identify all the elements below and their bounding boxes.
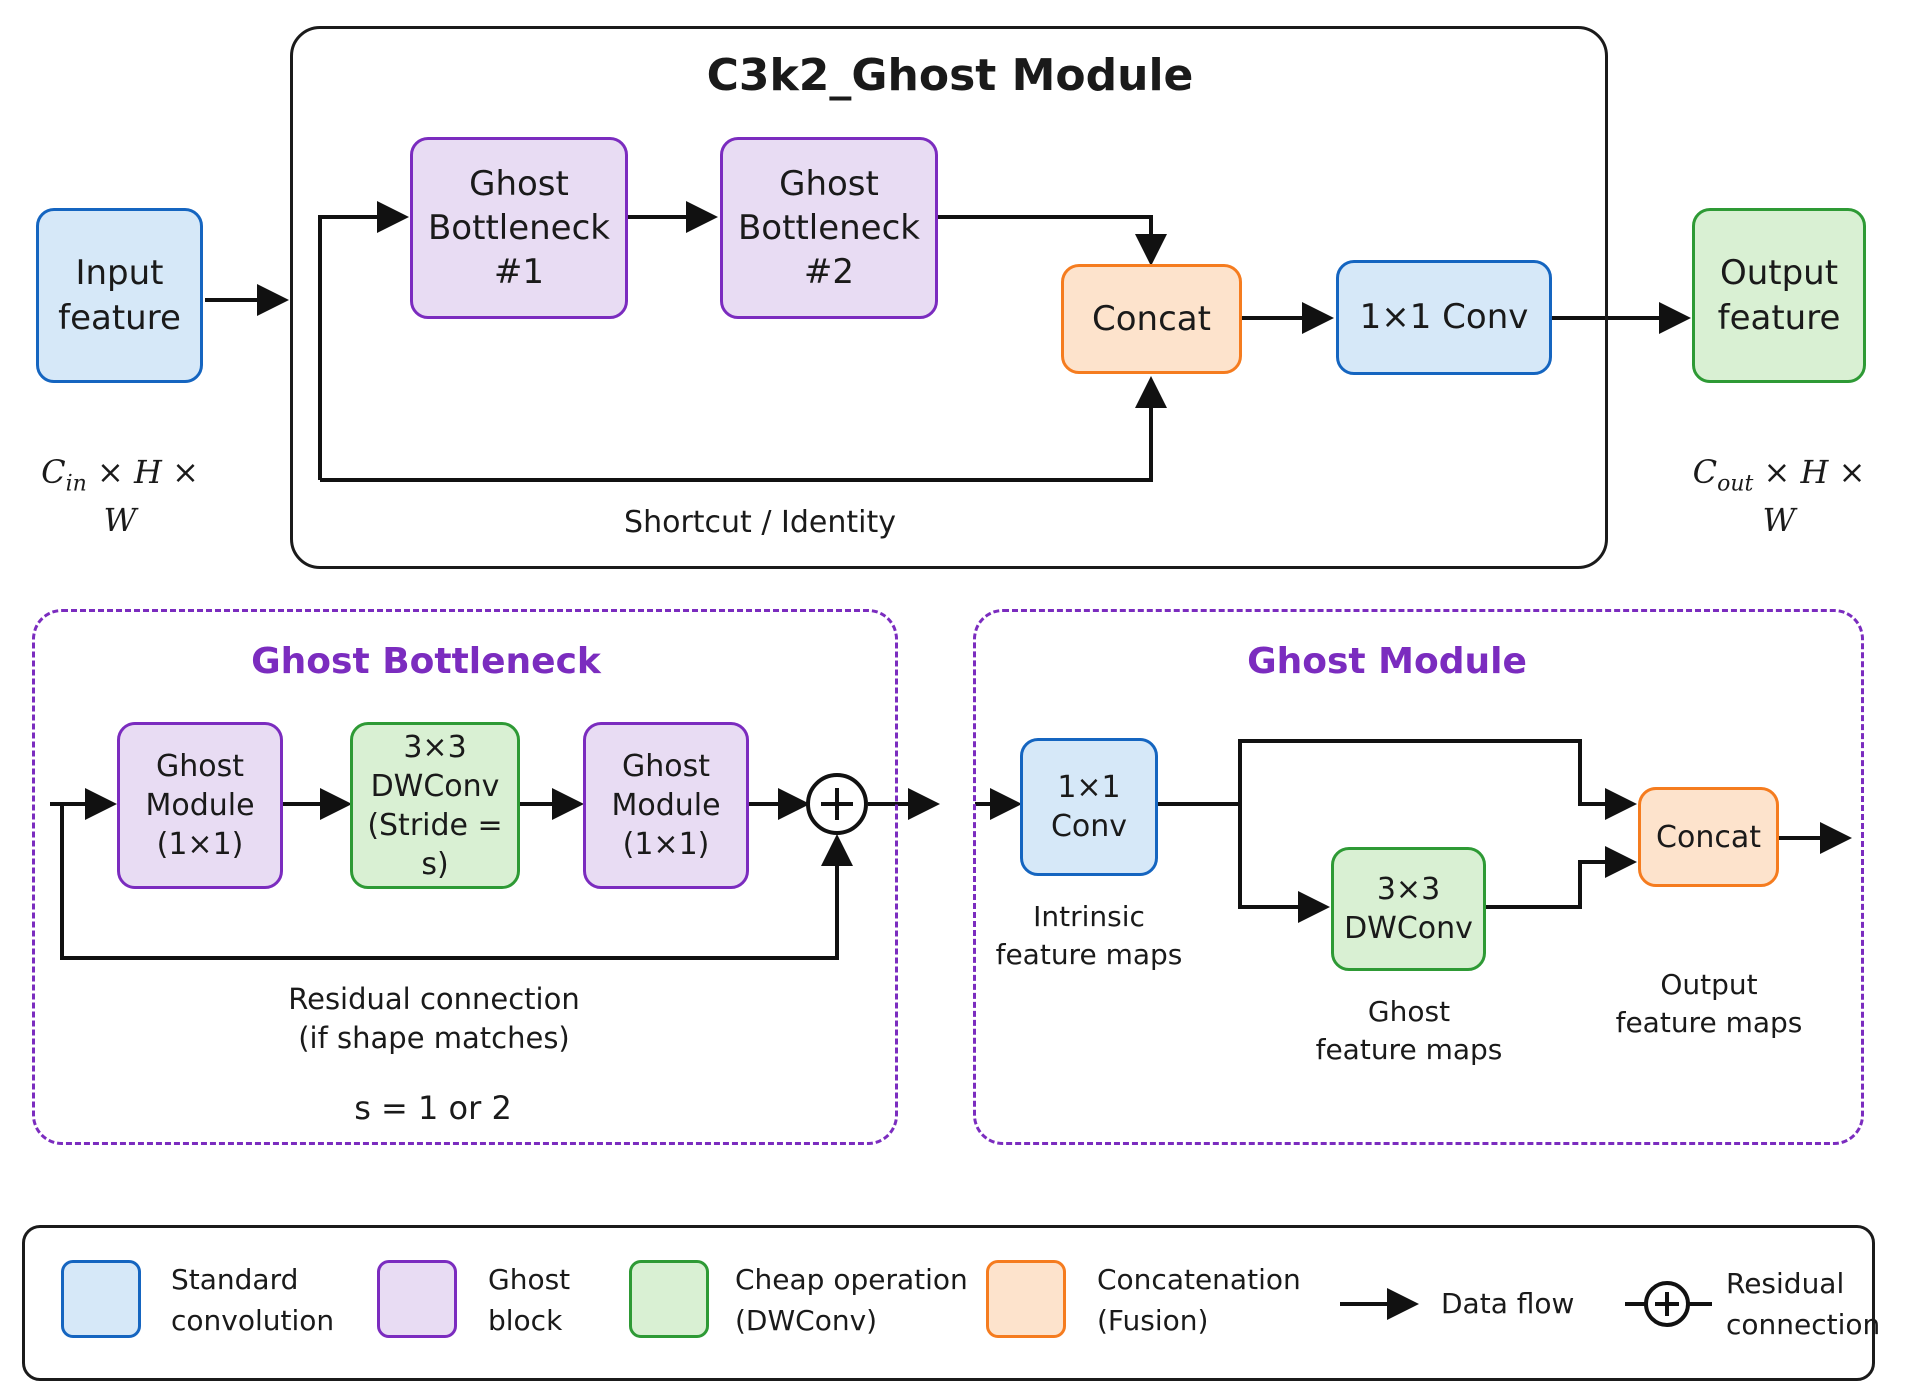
legend-concat: Concatenation (Fusion)	[1097, 1263, 1301, 1337]
gm-concat-box: Concat	[1638, 787, 1779, 887]
shortcut-label: Shortcut / Identity	[624, 505, 896, 540]
ghost-maps-label: Ghost feature maps	[1315, 995, 1503, 1066]
ghost-module-1-box: Ghost Module (1×1)	[117, 722, 283, 889]
arrow-gb2-to-concat	[938, 215, 1167, 266]
ghost-module-title: Ghost Module	[1247, 641, 1527, 682]
input-dim-label: Cin × H × W	[41, 453, 199, 540]
ghost-bottleneck-frame	[32, 609, 898, 1145]
arrow-shortcut	[320, 376, 1167, 482]
c3k2-title: C3k2_Ghost Module	[706, 50, 1194, 101]
input-feature-box: Input feature	[36, 208, 203, 383]
legend-data-flow: Data flow	[1441, 1287, 1575, 1320]
c3k2-module-frame	[290, 26, 1608, 569]
output-maps-label: Output feature maps	[1615, 968, 1803, 1039]
ghost-module-frame	[973, 609, 1864, 1145]
legend-plus-circle-icon	[1644, 1281, 1690, 1327]
residual-connection-label: Residual connection (if shape matches)	[288, 982, 580, 1056]
legend-swatch-standard-conv	[61, 1260, 141, 1338]
gm-dwconv-box: 3×3 DWConv	[1331, 847, 1486, 971]
ghost-bottleneck-title: Ghost Bottleneck	[251, 641, 601, 682]
legend-swatch-ghost-block	[377, 1260, 457, 1338]
stride-note: s = 1 or 2	[354, 1089, 512, 1127]
output-dim-label: Cout × H × W	[1692, 453, 1866, 540]
ghost-bottleneck-2-box: Ghost Bottleneck #2	[720, 137, 938, 319]
legend-residual: Residual connection	[1726, 1267, 1881, 1341]
plus-circle-icon	[806, 773, 868, 835]
conv-1x1-box: 1×1 Conv	[1336, 260, 1552, 375]
arrow-conv-branch-top	[1158, 739, 1637, 820]
ghost-module-2-box: Ghost Module (1×1)	[583, 722, 749, 889]
legend-cheap-op: Cheap operation (DWConv)	[735, 1263, 968, 1337]
arrow-entry-to-gb1	[318, 201, 409, 480]
intrinsic-maps-label: Intrinsic feature maps	[995, 900, 1183, 971]
legend-ghost-block: Ghost block	[488, 1263, 571, 1337]
legend-swatch-cheap-op	[629, 1260, 709, 1338]
ghost-bottleneck-1-box: Ghost Bottleneck #1	[410, 137, 628, 319]
output-feature-box: Output feature	[1692, 208, 1866, 383]
arrow-residual	[60, 804, 853, 960]
gm-conv-1x1-box: 1×1 Conv	[1020, 738, 1158, 876]
legend-swatch-concat	[986, 1260, 1066, 1338]
legend-frame	[22, 1225, 1875, 1381]
legend-standard-conv: Standard convolution	[171, 1263, 335, 1337]
dwconv-stride-box: 3×3 DWConv (Stride = s)	[350, 722, 520, 889]
concat-box: Concat	[1061, 264, 1242, 374]
arrow-dw-to-concat	[1486, 846, 1637, 909]
arrow-conv-to-dw	[1238, 804, 1330, 923]
